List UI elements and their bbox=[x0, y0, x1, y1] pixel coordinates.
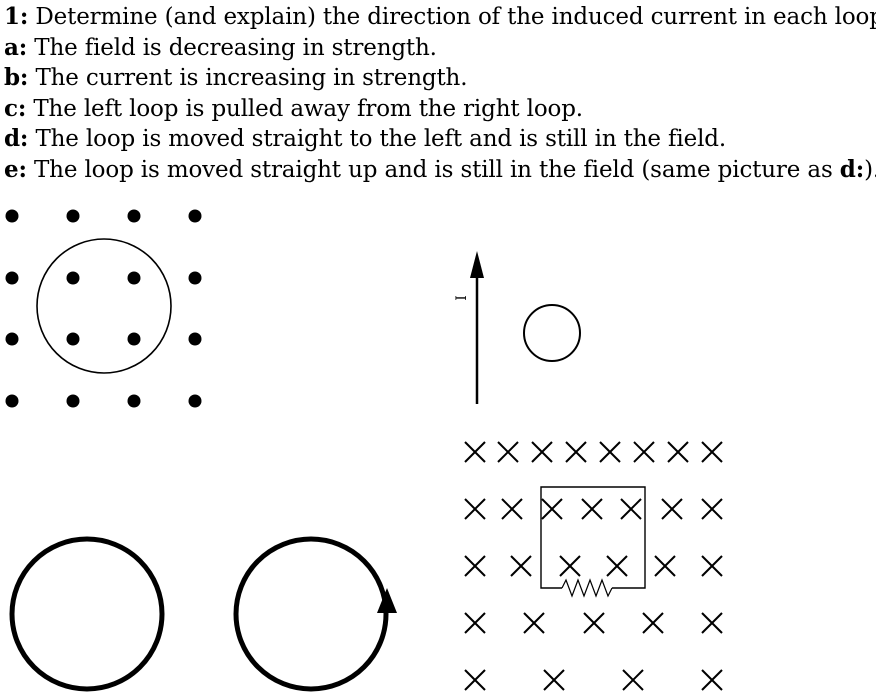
question-text: 1: Determine (and explain) the direction… bbox=[4, 2, 876, 186]
field-dot bbox=[66, 332, 80, 346]
loop-direction-arrow-icon bbox=[377, 588, 397, 613]
field-dot bbox=[188, 332, 202, 346]
field-cross bbox=[581, 498, 603, 520]
field-cross bbox=[559, 555, 581, 577]
field-cross bbox=[583, 612, 605, 634]
figure-a bbox=[5, 209, 202, 408]
part-text: The loop is moved straight up and is sti… bbox=[26, 156, 840, 183]
field-cross bbox=[701, 498, 723, 520]
field-dot bbox=[188, 271, 202, 285]
figure-d bbox=[464, 441, 723, 691]
field-cross bbox=[510, 555, 532, 577]
part-label: e: bbox=[4, 155, 27, 183]
field-cross bbox=[633, 441, 655, 463]
field-dot bbox=[66, 271, 80, 285]
field-cross bbox=[642, 612, 664, 634]
field-dot bbox=[188, 209, 202, 223]
square-loop bbox=[540, 486, 646, 589]
field-dot bbox=[5, 394, 19, 408]
part-d: d: The loop is moved straight to the lef… bbox=[4, 124, 874, 155]
field-cross bbox=[701, 669, 723, 691]
part-label: c: bbox=[4, 94, 27, 122]
field-cross bbox=[464, 441, 486, 463]
figure-b: I bbox=[454, 251, 581, 404]
current-label: I bbox=[454, 295, 470, 301]
part-text: The left loop is pulled away from the ri… bbox=[26, 95, 583, 122]
field-dot bbox=[188, 394, 202, 408]
field-cross bbox=[661, 498, 683, 520]
field-dot bbox=[5, 332, 19, 346]
field-dot bbox=[127, 209, 141, 223]
current-arrow-up-icon bbox=[470, 251, 484, 278]
field-cross bbox=[606, 555, 628, 577]
part-text: The current is increasing in strength. bbox=[28, 65, 468, 91]
field-cross bbox=[501, 498, 523, 520]
field-cross bbox=[464, 555, 486, 577]
field-dot bbox=[66, 209, 80, 223]
part-a: a: The field is decreasing in strength. bbox=[4, 33, 874, 64]
part-e: e: The loop is moved straight up and is … bbox=[4, 155, 876, 186]
loop-b bbox=[523, 304, 581, 362]
part-label: b: bbox=[4, 64, 29, 91]
field-cross bbox=[523, 612, 545, 634]
field-cross bbox=[565, 441, 587, 463]
field-cross bbox=[497, 441, 519, 463]
part-label: a: bbox=[4, 33, 28, 61]
field-cross bbox=[464, 612, 486, 634]
field-dot bbox=[5, 271, 19, 285]
field-cross bbox=[620, 498, 642, 520]
loop-a bbox=[36, 238, 172, 374]
field-crosses-into-page bbox=[464, 441, 723, 691]
field-cross bbox=[541, 498, 563, 520]
field-cross bbox=[464, 669, 486, 691]
field-cross bbox=[667, 441, 689, 463]
field-dot bbox=[5, 209, 19, 223]
right-loop bbox=[233, 536, 389, 692]
field-dot bbox=[66, 394, 80, 408]
field-cross bbox=[599, 441, 621, 463]
question-1: 1: Determine (and explain) the direction… bbox=[4, 2, 876, 33]
question-label: 1: bbox=[4, 3, 29, 30]
part-text: The loop is moved straight to the left a… bbox=[28, 126, 727, 152]
field-cross bbox=[543, 669, 565, 691]
question-body: Determine (and explain) the direction of… bbox=[28, 4, 876, 30]
figure-c bbox=[9, 536, 397, 692]
part-reference: d: bbox=[839, 155, 865, 183]
part-text: The field is decreasing in strength. bbox=[27, 34, 437, 61]
field-dots-out-of-page bbox=[5, 209, 202, 408]
resistor-icon bbox=[561, 578, 613, 598]
part-label: d: bbox=[4, 125, 29, 152]
field-cross bbox=[701, 441, 723, 463]
field-cross bbox=[622, 669, 644, 691]
field-cross bbox=[654, 555, 676, 577]
field-cross bbox=[701, 555, 723, 577]
left-loop bbox=[9, 536, 165, 692]
field-dot bbox=[127, 394, 141, 408]
part-text-tail: ). bbox=[864, 156, 876, 183]
field-cross bbox=[701, 612, 723, 634]
field-cross bbox=[531, 441, 553, 463]
field-cross bbox=[464, 498, 486, 520]
field-dot bbox=[127, 332, 141, 346]
part-c: c: The left loop is pulled away from the… bbox=[4, 94, 874, 125]
part-b: b: The current is increasing in strength… bbox=[4, 63, 874, 94]
field-dot bbox=[127, 271, 141, 285]
